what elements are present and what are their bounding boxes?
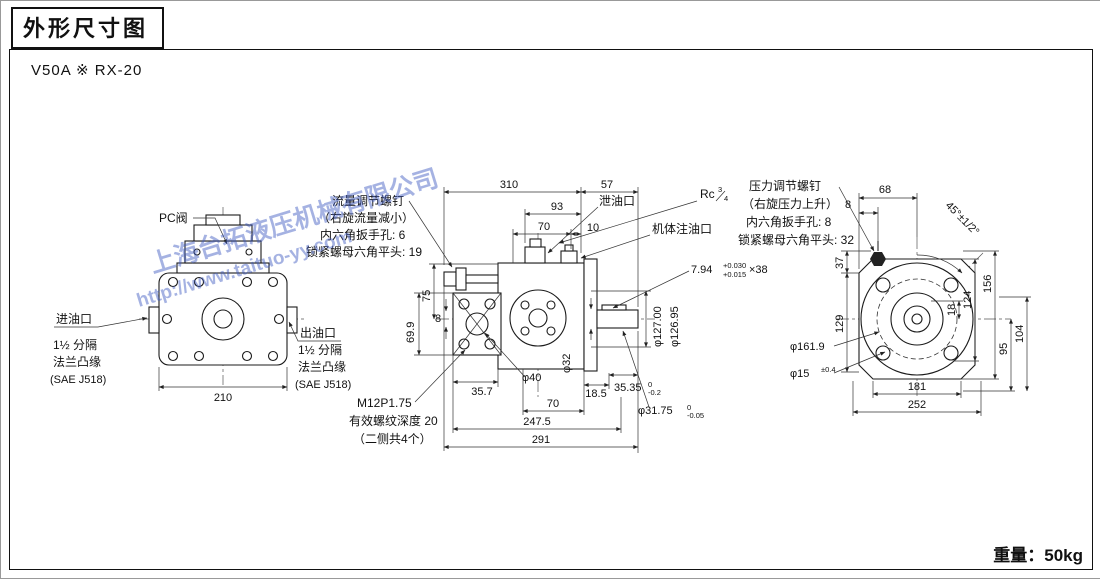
dim-phi31-75-value: φ31.75 xyxy=(638,405,673,417)
dim-phi126-95: φ126.95 xyxy=(669,306,681,347)
dim-phi32: φ32 xyxy=(561,354,573,373)
flow-screw-note-1: 流量调节螺钉 xyxy=(332,194,404,208)
inlet-note-1: 1½ 分隔 xyxy=(53,338,97,352)
side-view-line-art xyxy=(408,187,698,453)
dim-291: 291 xyxy=(532,434,550,446)
weight-label: 重量：50kg xyxy=(993,546,1083,565)
dim-8-rear: 8 xyxy=(845,199,851,211)
inlet-port-label: 进油口 xyxy=(56,312,92,326)
pressure-screw-hex xyxy=(870,252,886,266)
pc-valve-label: PC阀 xyxy=(159,211,188,225)
flow-screw-note-3: 内六角扳手孔: 6 xyxy=(320,228,406,242)
outlet-note-2: 法兰凸缘 xyxy=(298,360,346,374)
dim-phi15-value: φ15 xyxy=(790,368,809,380)
model-label: V50A ※ RX-20 xyxy=(31,62,143,79)
pressure-screw-note-4: 锁紧螺母六角平头: 32 xyxy=(738,232,854,247)
dim-181: 181 xyxy=(908,381,926,393)
dim-57: 57 xyxy=(601,179,613,191)
page-title-text: 外形尺寸图 xyxy=(23,16,149,41)
dim-252: 252 xyxy=(908,399,926,411)
flow-screw-note-2: （右旋流量减小） xyxy=(318,210,414,225)
outlet-note-1: 1½ 分隔 xyxy=(298,343,342,357)
drain-thread-num: 3 xyxy=(718,185,722,194)
dim-phi31-75-tol-top: 0 xyxy=(687,403,691,412)
dim-247-5: 247.5 xyxy=(523,416,551,428)
dim-35-7: 35.7 xyxy=(471,386,492,398)
pressure-screw-note-3: 内六角扳手孔: 8 xyxy=(746,215,832,229)
drain-thread-prefix: Rc xyxy=(700,187,715,201)
inlet-note-3: (SAE J518) xyxy=(50,374,106,386)
dim-35-35-tol-top: 0 xyxy=(648,380,652,389)
key-dim-value: 7.94 xyxy=(691,264,712,276)
drawing-frame xyxy=(9,49,1093,570)
dim-156: 156 xyxy=(982,275,994,293)
pressure-screw-note-1: 压力调节螺钉 xyxy=(749,179,821,193)
dim-129: 129 xyxy=(834,315,846,333)
thread-note-2: 有效螺纹深度 20 xyxy=(349,413,438,428)
outlet-port-label: 出油口 xyxy=(300,326,336,340)
dim-phi161-9: φ161.9 xyxy=(790,341,825,353)
key-dim-tol-top: +0.030 xyxy=(723,261,746,270)
dim-93: 93 xyxy=(551,201,563,213)
dim-35-35-value: 35.35 xyxy=(614,382,642,394)
front-view-line-art xyxy=(54,207,341,391)
dim-68: 68 xyxy=(879,184,891,196)
dim-phi40: φ40 xyxy=(522,372,541,384)
dim-angle-45: 45°±1/2° xyxy=(943,200,981,238)
fill-port-label: 机体注油口 xyxy=(652,221,712,236)
dim-70-top: 70 xyxy=(538,221,550,233)
flow-screw-note-4: 锁紧螺母六角平头: 19 xyxy=(306,244,422,259)
outlet-note-3: (SAE J518) xyxy=(295,379,351,391)
thread-note-1: M12P1.75 xyxy=(357,396,412,410)
dim-phi127-00: φ127.00 xyxy=(652,306,664,347)
dim-104: 104 xyxy=(1014,325,1026,343)
dim-75: 75 xyxy=(421,290,433,302)
drain-thread-den: 4 xyxy=(724,194,728,203)
dim-35-35-tol-bot: -0.2 xyxy=(648,388,661,397)
dim-210: 210 xyxy=(214,392,232,404)
dim-8-side: 8 xyxy=(435,313,441,325)
dim-95: 95 xyxy=(998,343,1010,355)
thread-note-3: （二侧共4个） xyxy=(353,432,432,446)
dim-phi31-75-tol-bot: -0.05 xyxy=(687,411,704,420)
dim-69-9: 69.9 xyxy=(405,322,417,343)
dim-124: 124 xyxy=(962,291,974,309)
drain-port-label: 泄油口 xyxy=(599,194,635,208)
dim-70-bottom: 70 xyxy=(547,398,559,410)
dim-phi15-tol: ±0.4 xyxy=(821,365,836,374)
dim-310: 310 xyxy=(500,179,518,191)
inlet-note-2: 法兰凸缘 xyxy=(53,355,101,369)
pressure-screw-note-2: （右旋压力上升） xyxy=(742,196,838,211)
dim-18: 18 xyxy=(946,304,958,316)
dim-10: 10 xyxy=(587,222,599,234)
page-title: 外形尺寸图 xyxy=(11,7,165,49)
rear-view-line-art xyxy=(833,186,1031,416)
key-dim-tol-bot: +0.015 xyxy=(723,270,746,279)
dim-37: 37 xyxy=(834,257,846,269)
dim-18-5: 18.5 xyxy=(585,388,606,400)
key-dim-suffix: ×38 xyxy=(749,264,768,276)
